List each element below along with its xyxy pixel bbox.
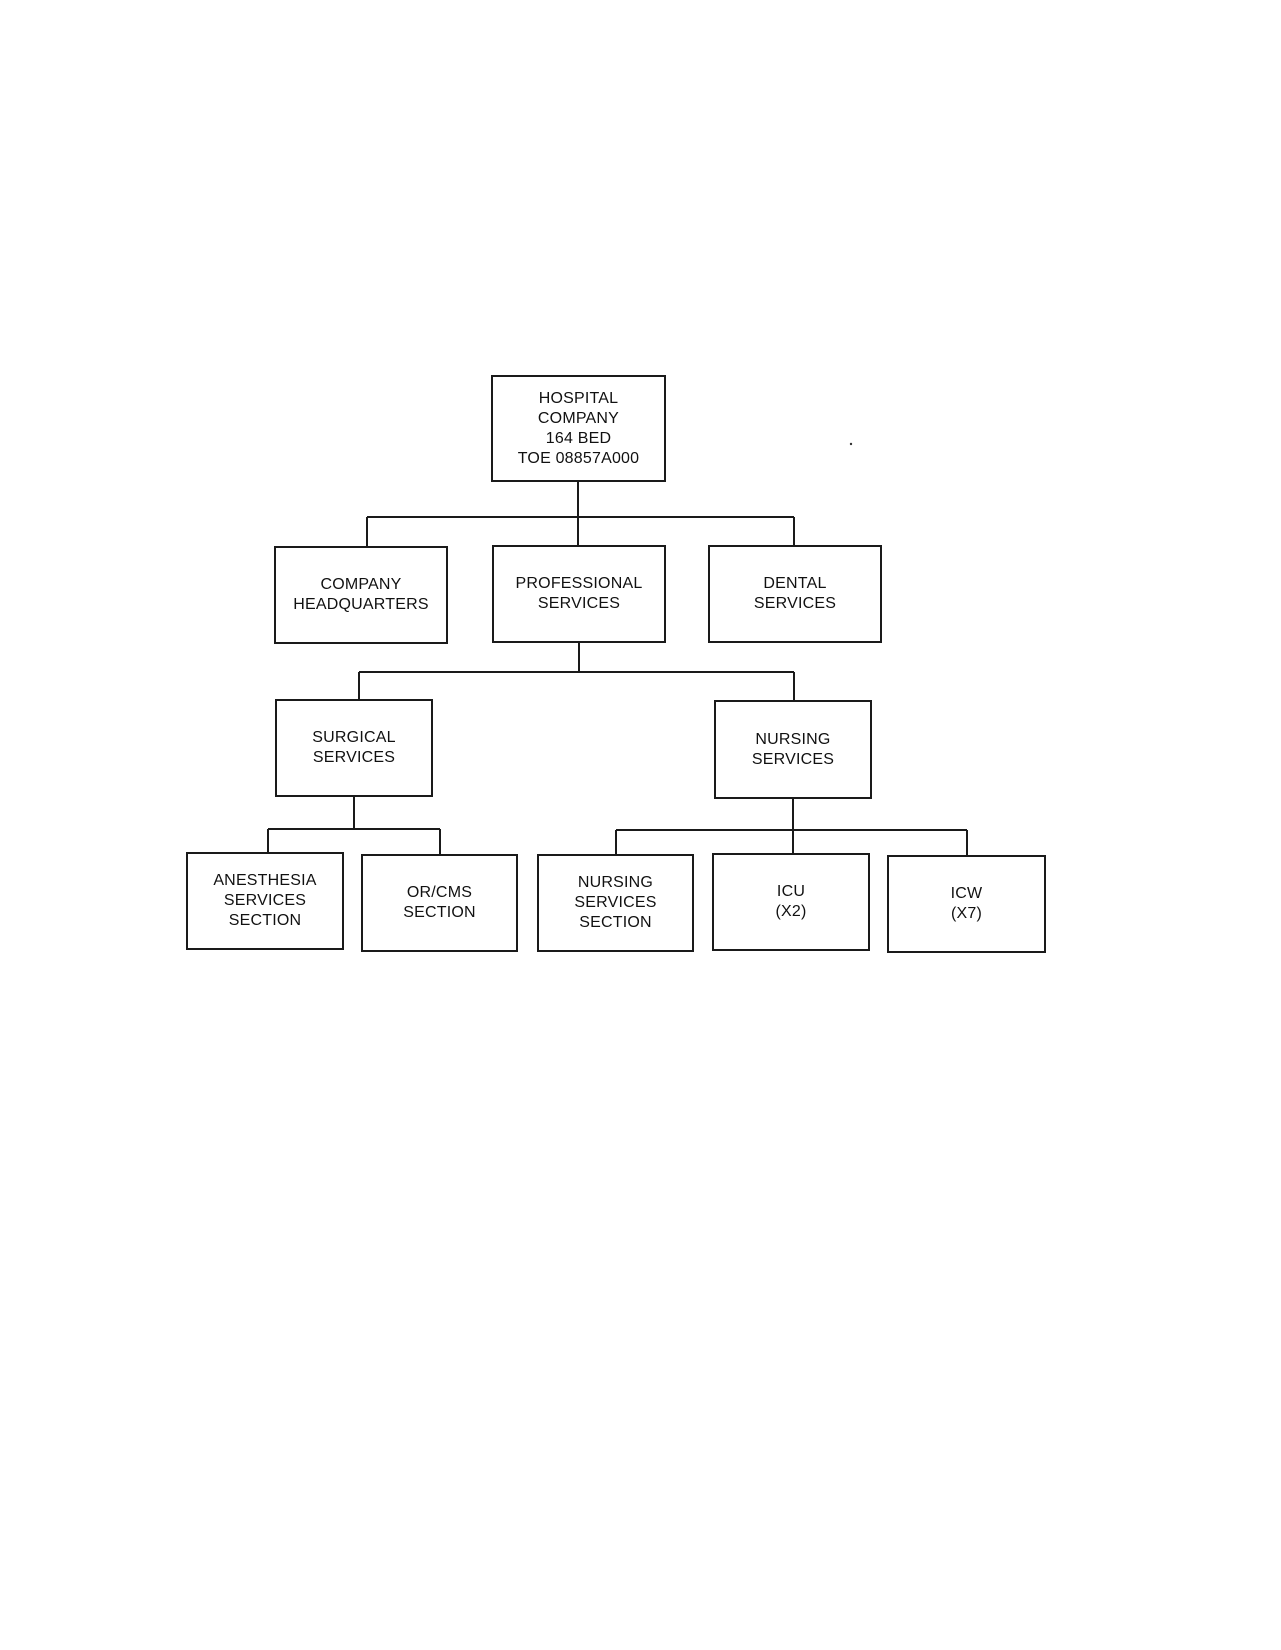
box-or-cms-section: OR/CMS SECTION (361, 854, 518, 952)
label-company-headquarters: COMPANY HEADQUARTERS (293, 576, 429, 613)
label-dental-services: DENTAL SERVICES (753, 575, 837, 612)
label-icu: ICU (X2) (775, 883, 807, 920)
box-surgical-services: SURGICAL SERVICES (275, 699, 433, 797)
label-anesthesia-services-section: ANESTHESIA SERVICES SECTION (213, 872, 317, 929)
box-nursing-services: NURSING SERVICES (714, 700, 872, 799)
label-surgical-services: SURGICAL SERVICES (312, 729, 396, 766)
box-nursing-services-section: NURSING SERVICES SECTION (537, 854, 694, 952)
box-company-headquarters: COMPANY HEADQUARTERS (274, 546, 448, 644)
box-dental-services: DENTAL SERVICES (708, 545, 882, 643)
label-nursing-services-section: NURSING SERVICES SECTION (574, 874, 657, 931)
label-professional-services: PROFESSIONAL SERVICES (515, 575, 643, 612)
box-professional-services: PROFESSIONAL SERVICES (492, 545, 666, 643)
box-anesthesia-services-section: ANESTHESIA SERVICES SECTION (186, 852, 344, 950)
box-icw: ICW (X7) (887, 855, 1046, 953)
box-hospital-company: HOSPITAL COMPANY 164 BED TOE 08857A000 (491, 375, 666, 482)
label-hospital-company: HOSPITAL COMPANY 164 BED TOE 08857A000 (517, 389, 640, 467)
label-or-cms-section: OR/CMS SECTION (403, 884, 476, 921)
box-icu: ICU (X2) (712, 853, 870, 951)
page-speck (849, 442, 853, 446)
label-icw: ICW (X7) (950, 885, 983, 922)
label-nursing-services: NURSING SERVICES (751, 730, 835, 768)
